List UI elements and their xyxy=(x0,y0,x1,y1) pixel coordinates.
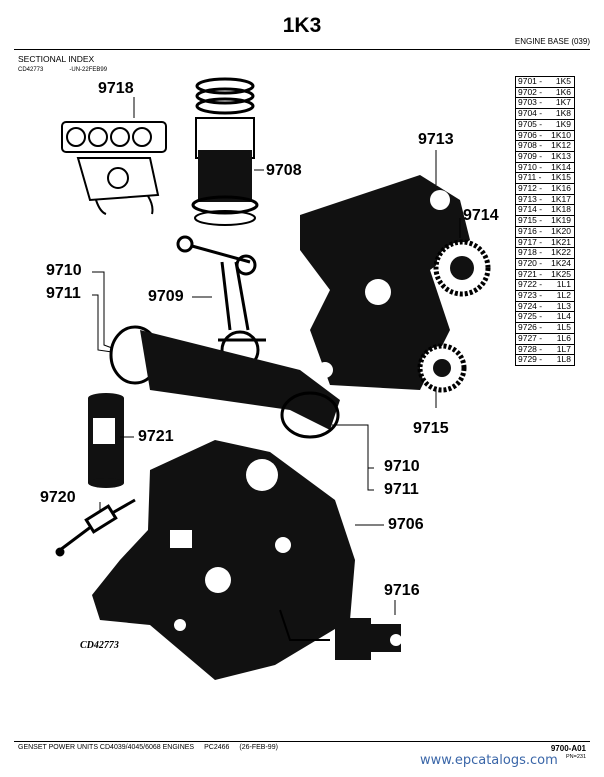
heater-drawing xyxy=(55,498,136,557)
sectional-index-heading: SECTIONAL INDEX xyxy=(18,54,95,64)
section-label: ENGINE BASE (039) xyxy=(514,37,590,46)
gear-drawing xyxy=(417,239,491,393)
callout-9710-lower: 9710 xyxy=(384,458,420,475)
watermark-link[interactable]: www.epcatalogs.com xyxy=(420,753,558,768)
callout-9711-upper: 9711 xyxy=(46,285,81,302)
callout-9721: 9721 xyxy=(138,428,174,445)
figure-code: CD42773 xyxy=(80,640,119,651)
callout-9706: 9706 xyxy=(388,516,424,533)
front-plate-drawing xyxy=(300,175,470,390)
callout-9713: 9713 xyxy=(418,131,454,148)
footer-date: (26-FEB-99) xyxy=(239,744,278,751)
page-number: 9700-A01 xyxy=(550,744,586,753)
callout-9720: 9720 xyxy=(40,489,76,506)
connecting-rod-drawing xyxy=(176,235,266,370)
reference-date: -UN-22FEB99 xyxy=(69,67,108,73)
footer-product: GENSET POWER UNITS CD4039/4045/6068 ENGI… xyxy=(18,744,195,751)
index-ref: 1L8 xyxy=(545,354,575,366)
footer-pc: PC2466 xyxy=(204,744,230,751)
page-title: 1K3 xyxy=(282,14,322,37)
callout-9715: 9715 xyxy=(413,420,449,437)
callout-9716: 9716 xyxy=(384,582,420,599)
header-divider xyxy=(14,49,590,50)
index-code: 9729 - xyxy=(515,354,546,366)
callout-9708: 9708 xyxy=(266,162,302,179)
cylinder-block-drawing xyxy=(92,440,355,680)
index-row: 9729 -1L8 xyxy=(515,354,575,366)
filter-drawing xyxy=(88,393,124,488)
gasket-kit-drawing xyxy=(61,121,167,215)
callout-9714: 9714 xyxy=(463,207,499,224)
piston-liner-drawing xyxy=(191,77,259,226)
callout-9711-lower: 9711 xyxy=(384,481,419,498)
callout-9710-upper: 9710 xyxy=(46,262,82,279)
footer-divider xyxy=(14,741,590,742)
leader-lines xyxy=(92,97,461,615)
footer-pn: PN=231 xyxy=(565,754,586,760)
crankshaft-drawing xyxy=(109,325,340,439)
footer-product-line: GENSET POWER UNITS CD4039/4045/6068 ENGI… xyxy=(18,744,288,751)
reference-code: CD42773 xyxy=(18,67,44,73)
sensor-drawing xyxy=(279,609,402,660)
callout-9718: 9718 xyxy=(98,80,134,97)
reference-line: CD42773 -UN-22FEB99 xyxy=(18,67,133,73)
callout-9709: 9709 xyxy=(148,288,184,305)
